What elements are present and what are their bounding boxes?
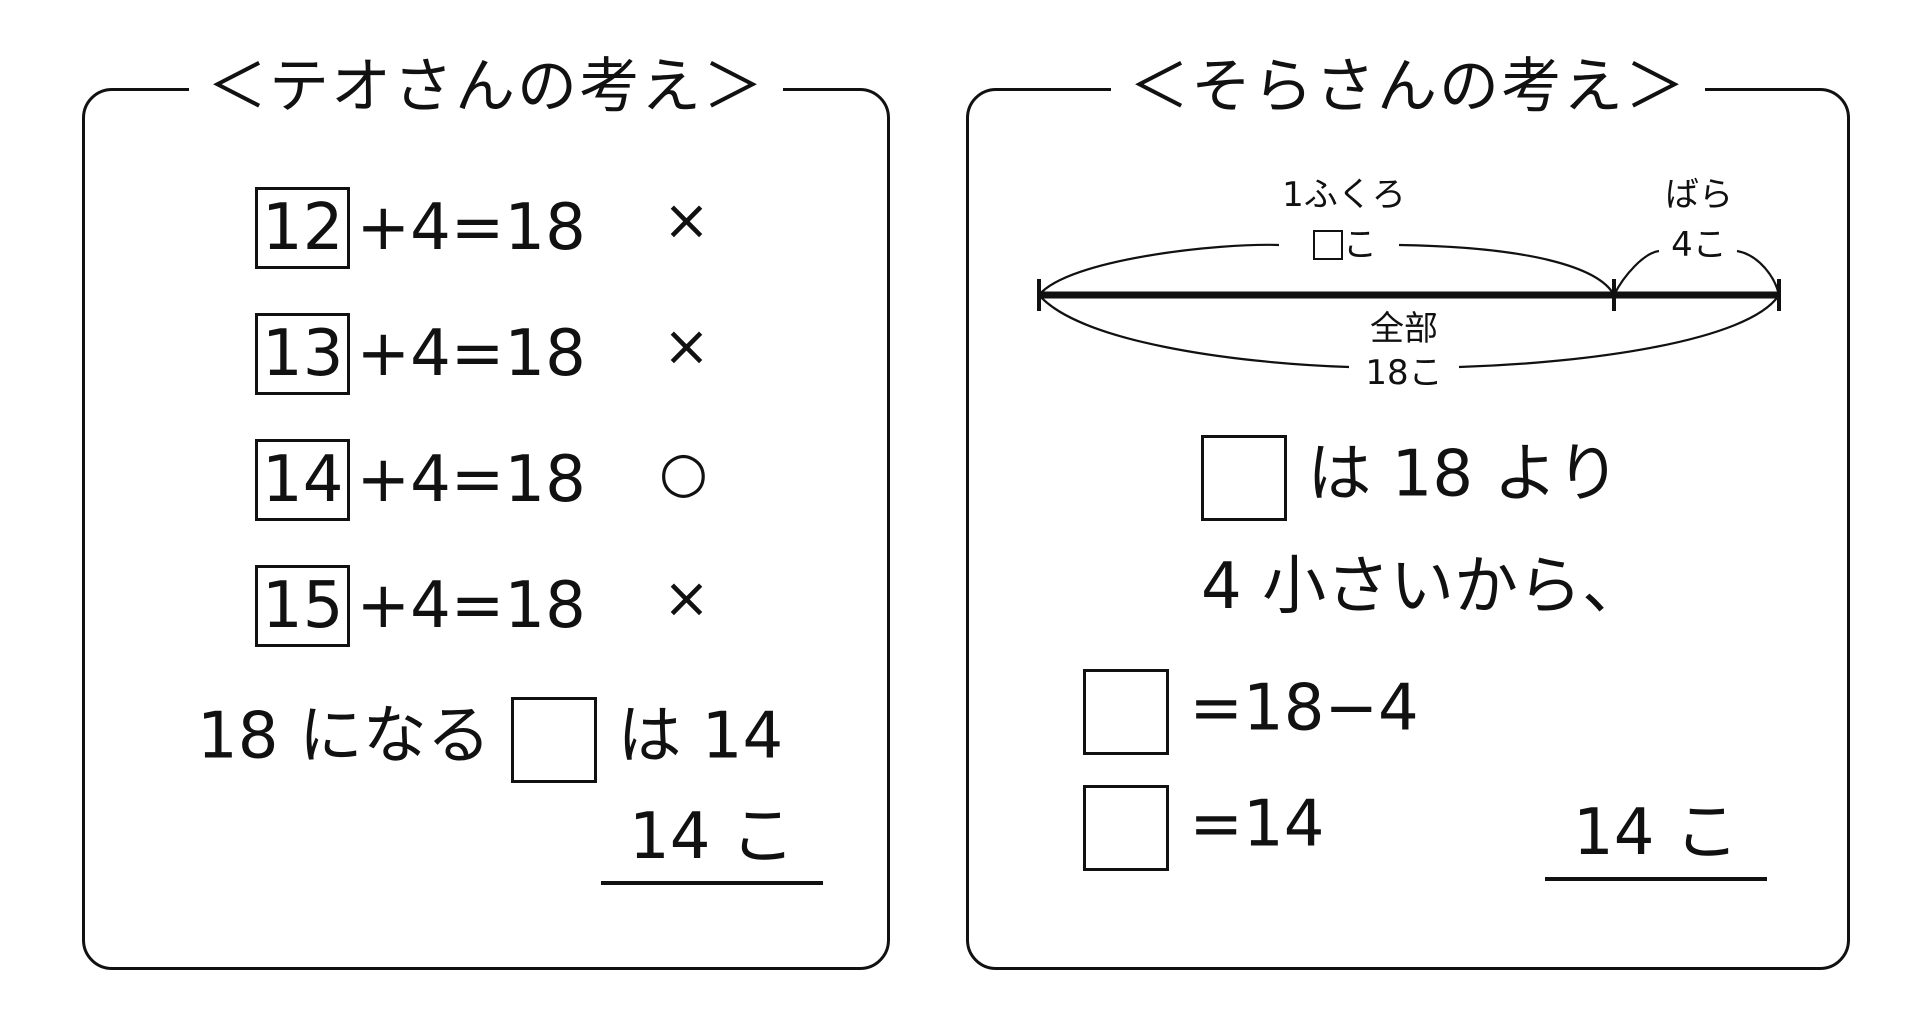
cross-mark: × <box>663 188 710 253</box>
blank-box <box>1083 669 1169 755</box>
total-brace-right <box>1458 294 1780 369</box>
trial-expression: +4=18 <box>356 317 586 391</box>
teo-panel-title: ＜テオさんの考え＞ <box>189 45 783 129</box>
conclusion-text-end: は 14 <box>617 699 784 774</box>
trial-row-2: 13+4=18 <box>255 313 586 395</box>
blank-box <box>511 697 598 783</box>
circle-mark: ○ <box>659 440 708 505</box>
trial-expression: +4=18 <box>356 191 586 265</box>
teo-answer: 14 こ <box>601 805 823 885</box>
tape-diagram <box>1037 243 1781 369</box>
bag-label-top: 1ふくろ <box>1282 175 1406 215</box>
blank-box <box>1201 435 1287 521</box>
cross-mark: × <box>663 566 710 631</box>
trial-row-4: 15+4=18 <box>255 565 586 647</box>
explanation-text-1: は 18 より <box>1307 437 1621 512</box>
equation-1: =18−4 <box>1083 669 1419 755</box>
trial-row-3: 14+4=18 <box>255 439 586 521</box>
sora-panel: ＜そらさんの考え＞ 1ふくろ こ ばら 4こ 全部 18こ は 18 より 4 … <box>966 45 1850 970</box>
trial-number-box: 12 <box>255 187 351 269</box>
explanation-line-1: は 18 より <box>1201 435 1620 521</box>
trial-number-box: 13 <box>255 313 351 395</box>
sora-panel-title: ＜そらさんの考え＞ <box>1111 45 1705 129</box>
loose-brace-left <box>1613 249 1660 296</box>
trial-number-box: 14 <box>255 439 351 521</box>
trial-expression: +4=18 <box>356 443 586 517</box>
bag-brace-left <box>1038 243 1280 296</box>
loose-label-bottom: 4こ <box>1671 225 1727 265</box>
total-label-top: 全部 <box>1370 309 1438 349</box>
sora-answer: 14 こ <box>1545 801 1767 881</box>
loose-label-top: ばら <box>1665 175 1733 215</box>
bag-unit: こ <box>1343 225 1377 265</box>
equation-2-text: =14 <box>1189 787 1325 862</box>
conclusion-line: 18 になる は 14 <box>197 697 783 783</box>
teo-panel: ＜テオさんの考え＞ 12+4=18 × 13+4=18 × 14+4=18 ○ … <box>82 45 890 970</box>
bag-brace-right <box>1398 243 1615 296</box>
cross-mark: × <box>663 314 710 379</box>
total-label-bottom: 18こ <box>1365 353 1443 393</box>
blank-box <box>1083 785 1169 871</box>
trial-row-1: 12+4=18 <box>255 187 586 269</box>
equation-2: =14 <box>1083 785 1324 871</box>
equation-1-text: =18−4 <box>1189 671 1419 746</box>
loose-brace-right <box>1736 249 1781 296</box>
explanation-line-2: 4 小さいから、 <box>1201 550 1647 624</box>
bag-label-bottom: こ <box>1285 225 1405 265</box>
conclusion-text-start: 18 になる <box>197 699 491 774</box>
small-blank-box <box>1313 230 1343 260</box>
trial-expression: +4=18 <box>356 569 586 643</box>
total-brace-left <box>1038 294 1350 369</box>
trial-number-box: 15 <box>255 565 351 647</box>
